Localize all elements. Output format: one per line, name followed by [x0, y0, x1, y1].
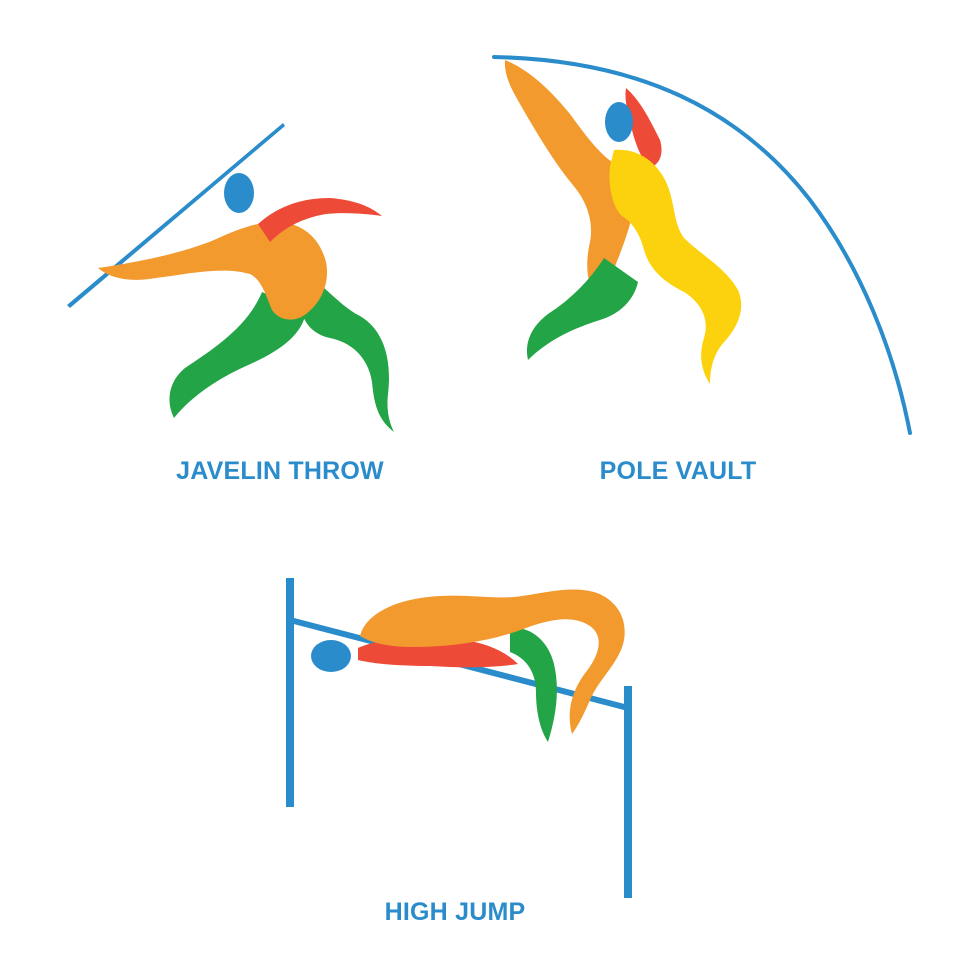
orange-torso-arm: [98, 222, 328, 320]
high-jump-icon: [286, 578, 632, 898]
green-front-leg: [294, 268, 394, 432]
pole-vault-caption: POLE VAULT: [599, 457, 757, 485]
pole-vault-icon: [492, 55, 912, 435]
orange-arm-torso: [504, 60, 632, 302]
javelin-icon: [67, 123, 285, 308]
javelin-athlete-head: [224, 173, 254, 213]
red-throwing-arm: [258, 198, 382, 242]
high-jumper-head: [311, 640, 351, 672]
vaulting-pole: [492, 55, 912, 435]
right-upright: [624, 686, 632, 898]
red-arm: [625, 88, 662, 168]
javelin-throw-icon: [67, 123, 394, 432]
javelin-throw-caption: JAVELIN THROW: [176, 457, 384, 485]
green-trailing-leg: [526, 258, 638, 360]
high-jump-caption: HIGH JUMP: [384, 898, 526, 926]
left-upright: [286, 578, 294, 807]
pole-vaulter-head: [605, 102, 633, 142]
orange-body: [360, 589, 625, 734]
green-back-leg: [169, 292, 306, 418]
green-leg: [510, 627, 557, 742]
yellow-body-legs: [609, 149, 742, 384]
